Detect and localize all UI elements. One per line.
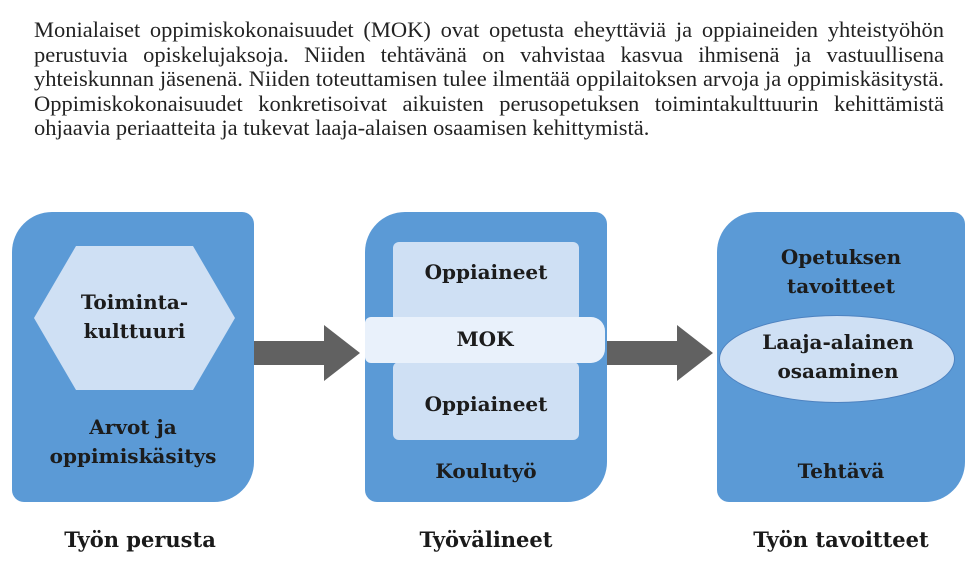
foundation-label-line1: Arvot ja bbox=[89, 415, 177, 439]
hexagon-label-line1: Toiminta- bbox=[80, 290, 189, 314]
ellipse-label-line1: Laaja-alainen bbox=[762, 330, 914, 354]
caption-foundation: Työn perusta bbox=[64, 527, 216, 552]
goals-label-line2: tavoitteet bbox=[787, 274, 895, 298]
subject-label-bottom: Oppiaineet bbox=[424, 392, 548, 416]
subject-card-top: Oppiaineet bbox=[393, 242, 579, 322]
tools-label: Koulutyö bbox=[435, 459, 537, 483]
caption-tools: Työvälineet bbox=[419, 527, 553, 552]
intro-paragraph: Monialaiset oppimiskokonaisuudet (MOK) o… bbox=[34, 17, 944, 140]
foundation-label-line2: oppimiskäsitys bbox=[49, 444, 217, 468]
hexagon-label: Toiminta- kulttuuri bbox=[32, 288, 237, 346]
goals-label: Opetuksen tavoitteet bbox=[717, 243, 965, 301]
mok-label: MOK bbox=[456, 327, 514, 351]
hexagon-label-line2: kulttuuri bbox=[83, 319, 186, 343]
caption-goals: Työn tavoitteet bbox=[753, 527, 929, 552]
hexagon-shape bbox=[34, 246, 235, 390]
mok-band: MOK bbox=[365, 317, 605, 363]
subject-card-bottom: Oppiaineet bbox=[393, 362, 579, 440]
task-label: Tehtävä bbox=[797, 459, 885, 483]
arrow-right-2 bbox=[607, 325, 713, 381]
goals-label-line1: Opetuksen bbox=[780, 245, 902, 269]
competence-ellipse: Laaja-alainen osaaminen bbox=[719, 315, 955, 403]
ellipse-label-line2: osaaminen bbox=[777, 359, 899, 383]
ellipse-label: Laaja-alainen osaaminen bbox=[720, 328, 956, 386]
subject-label-top: Oppiaineet bbox=[424, 260, 548, 284]
foundation-label: Arvot ja oppimiskäsitys bbox=[12, 413, 254, 471]
arrow-right-1 bbox=[254, 325, 360, 381]
